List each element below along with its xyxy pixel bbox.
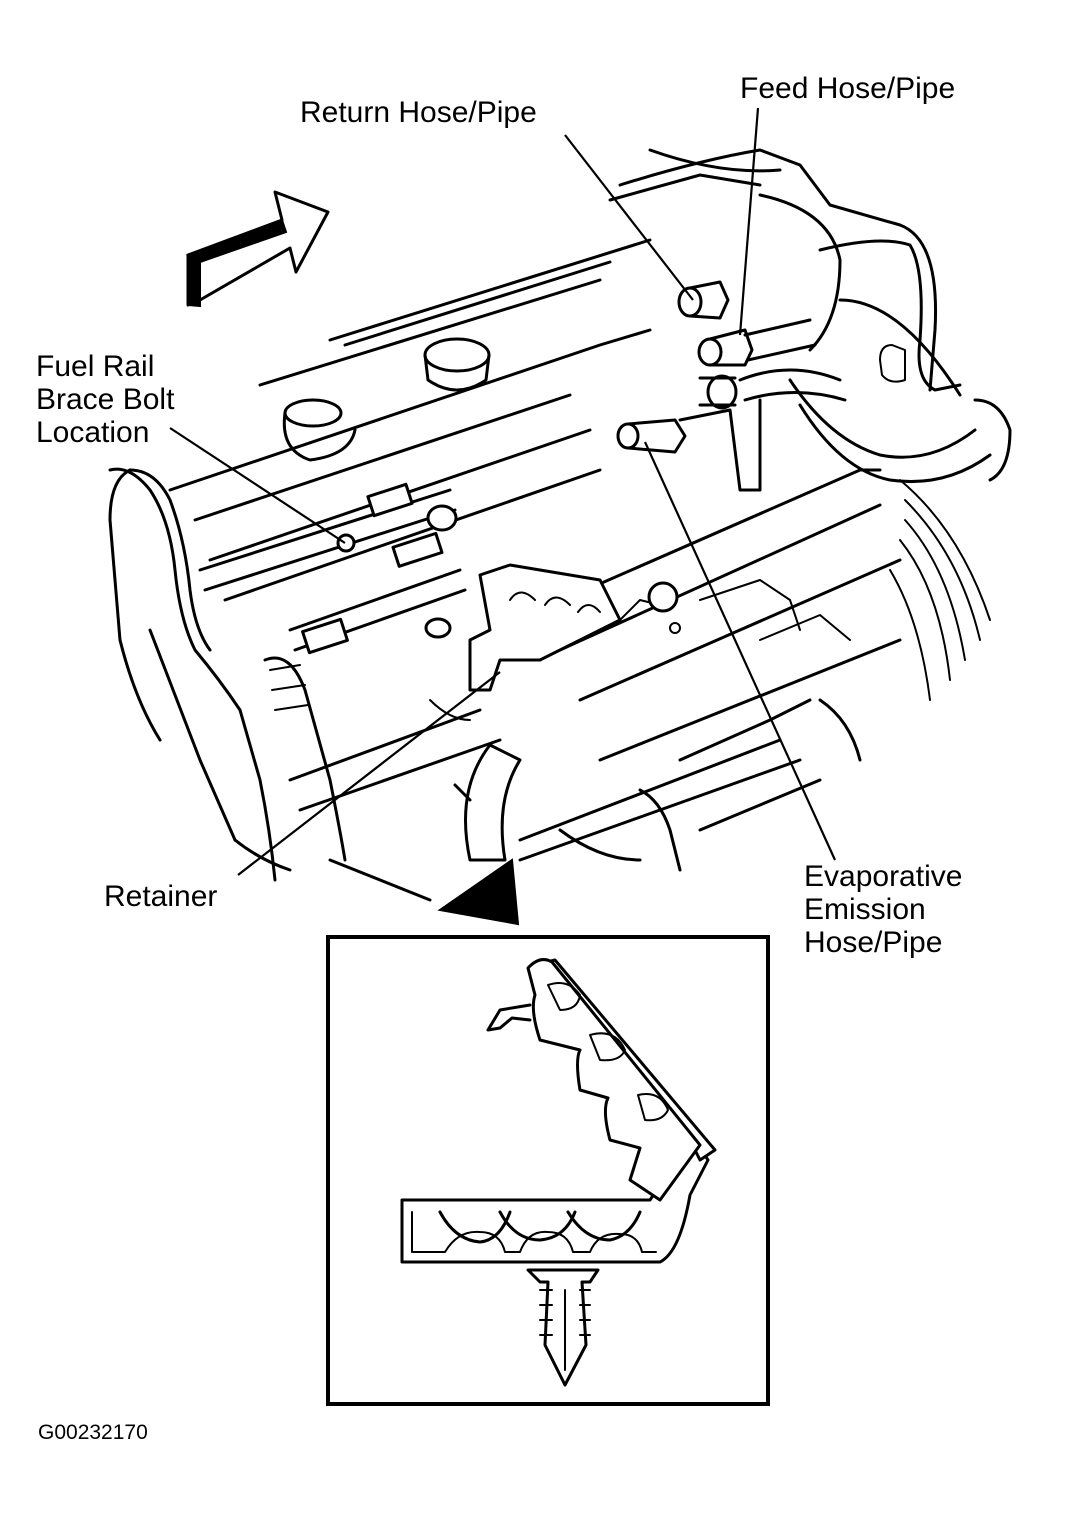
evap-hose-line-1: Evaporative — [804, 860, 963, 893]
hose-connectors — [616, 280, 847, 492]
fuel-rail-brace-line-3: Location — [36, 416, 150, 449]
retainer-detail-box — [326, 935, 770, 1406]
feed-hose-label: Feed Hose/Pipe — [740, 72, 955, 105]
figure-id: G00232170 — [38, 1421, 148, 1444]
oil-filler-cap — [282, 337, 491, 462]
return-hose-label-text: Return Hose/Pipe — [300, 96, 537, 129]
feed-hose-label-text: Feed Hose/Pipe — [740, 72, 956, 105]
fuel-rail-brace-line-2: Brace Bolt — [36, 383, 175, 416]
direction-arrow — [185, 190, 330, 308]
evap-hose-label: Evaporative Emission Hose/Pipe — [804, 860, 962, 959]
leader-lines — [169, 107, 837, 876]
fuel-rail-pipes — [198, 482, 467, 655]
callout-arrow — [437, 743, 522, 926]
retainer-label: Retainer — [104, 880, 217, 913]
retainer-label-text: Retainer — [104, 880, 218, 913]
evap-hose-line-3: Hose/Pipe — [804, 926, 943, 959]
engine-body — [108, 148, 1012, 902]
fuel-rail-brace-label: Fuel Rail Brace Bolt Location — [36, 350, 174, 449]
fuel-rail-brace-line-1: Fuel Rail — [36, 350, 155, 383]
return-hose-label: Return Hose/Pipe — [300, 96, 537, 129]
retainer-on-engine — [468, 563, 681, 692]
left-hose — [108, 467, 347, 882]
evap-hose-line-2: Emission — [804, 893, 926, 926]
